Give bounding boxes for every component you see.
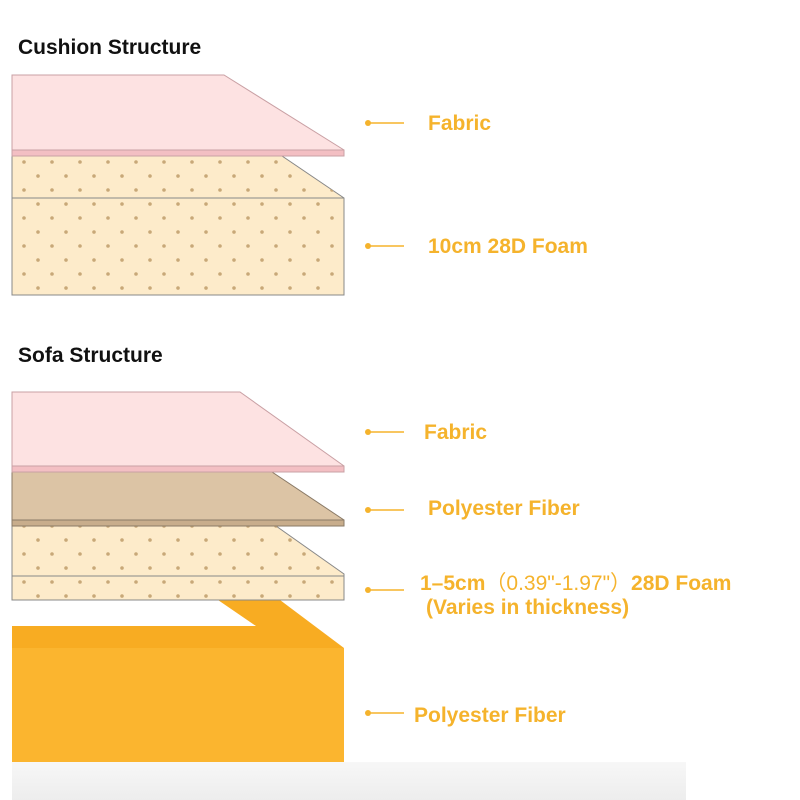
sofa-fiber-bottom-connector <box>365 710 404 716</box>
sofa-fabric-layer <box>11 391 345 473</box>
cushion-fabric-layer <box>11 74 345 157</box>
sofa-foam-label-density: 28D Foam <box>631 572 732 595</box>
cushion-foam-pattern <box>12 156 344 295</box>
bottom-shadow-bar <box>12 762 686 800</box>
sofa-fabric-label: Fabric <box>424 421 488 444</box>
sofa-fiber-top-connector <box>365 507 404 513</box>
sofa-structure-title: Sofa Structure <box>18 344 163 367</box>
cushion-fabric-edge <box>11 149 345 157</box>
sofa-fiber-bottom-layer <box>12 648 344 763</box>
cushion-fabric-label: Fabric <box>428 112 492 135</box>
cushion-fabric-connector <box>365 120 404 126</box>
sofa-fiber-top-layer <box>11 471 345 527</box>
cushion-foam-label: 10cm 28D Foam <box>428 235 588 258</box>
sofa-foam-label-note: (Varies in thickness) <box>426 596 630 619</box>
sofa-foam-pattern <box>12 526 344 600</box>
sofa-foam-label: 1–5cm（0.39"-1.97"）28D Foam <box>420 567 731 597</box>
sofa-fabric-edge <box>11 465 345 473</box>
cushion-foam-connector <box>365 243 404 249</box>
sofa-foam-connector <box>365 587 404 593</box>
sofa-fabric-connector <box>365 429 404 435</box>
sofa-fiber-top-edge <box>11 519 345 527</box>
sofa-fiber-bottom-label: Polyester Fiber <box>414 704 566 727</box>
sofa-foam-label-inches: （0.39"-1.97"） <box>485 572 632 595</box>
sofa-foam-label-main: 1–5cm <box>420 572 486 595</box>
cushion-structure-title: Cushion Structure <box>18 36 202 59</box>
sofa-fiber-bottom-top-face <box>12 600 344 648</box>
sofa-fiber-top-label: Polyester Fiber <box>428 497 580 520</box>
